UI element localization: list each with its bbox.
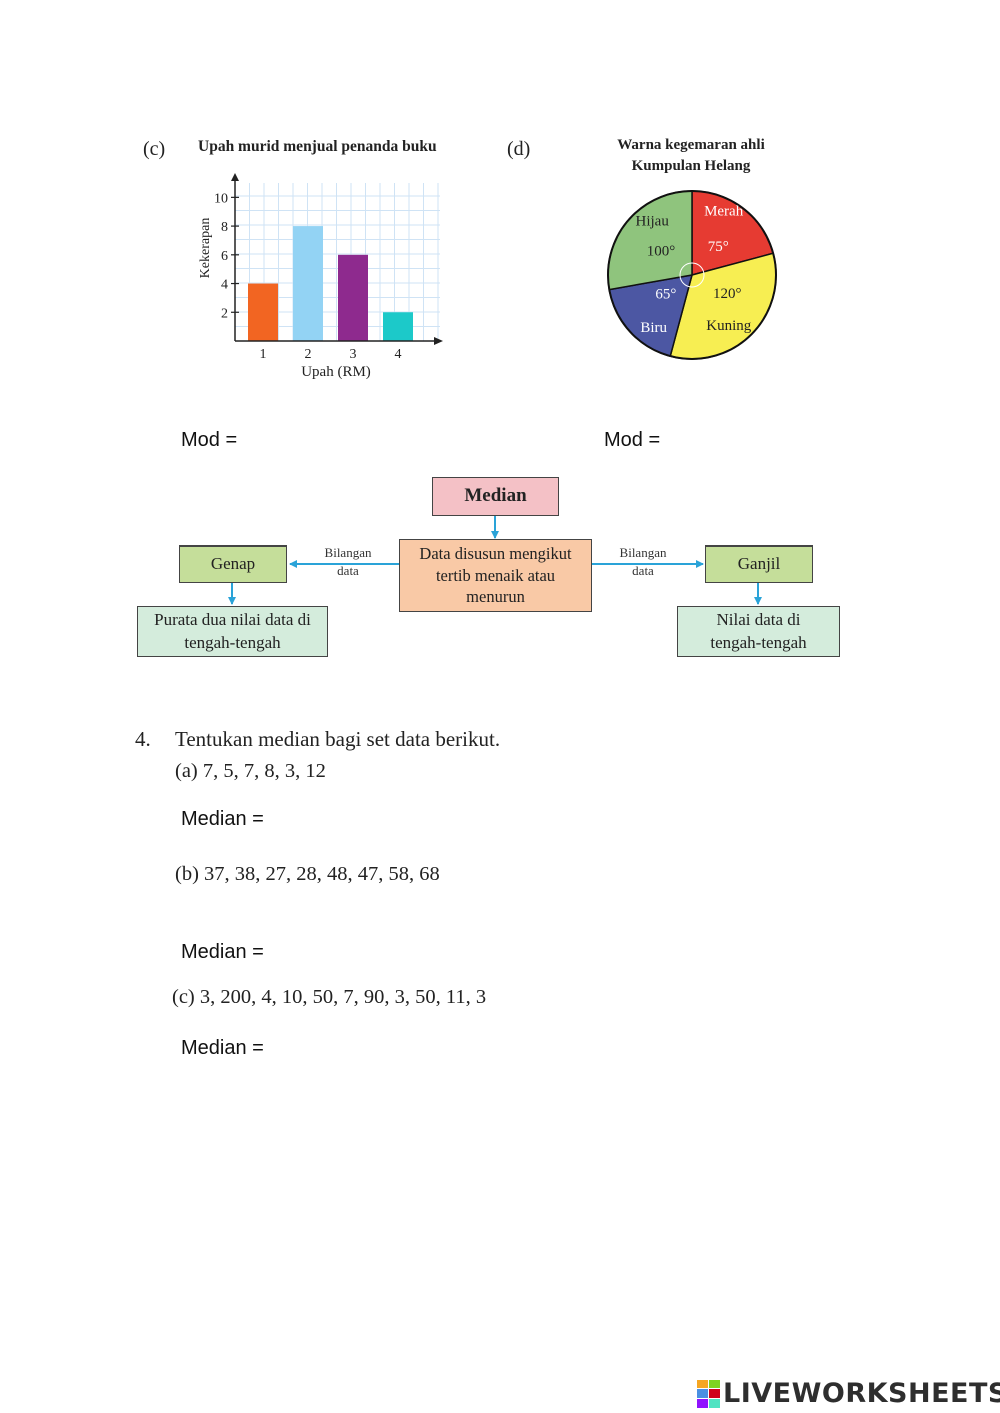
pie-slice-name: Hijau — [636, 214, 670, 230]
median-answer-b: Median = — [181, 941, 264, 963]
y-tick-label: 4 — [221, 278, 228, 293]
y-axis-arrowhead — [231, 173, 239, 181]
pie-chart-slices — [607, 190, 777, 360]
sort-data-line3: menurun — [466, 587, 525, 607]
y-tick-label: 10 — [214, 191, 228, 206]
sort-data-line1: Data disusun mengikut — [419, 544, 572, 564]
y-tick-label: 8 — [221, 220, 228, 235]
genap-box: Genap — [179, 545, 287, 583]
median-box: Median — [432, 477, 559, 516]
sort-data-line2: tertib menaik atau — [435, 565, 556, 585]
bar-4 — [383, 312, 413, 341]
ganjil-result-line2: tengah-tengah — [710, 632, 807, 652]
pie-slice-name: Biru — [640, 320, 667, 336]
mod-answer-left: Mod = — [181, 429, 238, 451]
question-number: 4. — [135, 727, 151, 751]
median-answer-a: Median = — [181, 808, 264, 830]
pie-chart-labels: Merah 75° Kuning 120° Biru 65° Hijau 100° — [636, 204, 752, 336]
question-text: Tentukan median bagi set data berikut. — [175, 727, 501, 751]
question-part-b: (b) 37, 38, 27, 28, 48, 47, 58, 68 — [175, 863, 440, 885]
ganjil-result-box: Nilai data di tengah-tengah — [677, 606, 840, 657]
bar-chart-ticks: 1 2 3 4 2 4 6 8 10 — [214, 191, 402, 362]
left-count-label-line2: data — [337, 562, 359, 578]
ganjil-result-line1: Nilai data di — [716, 610, 801, 630]
x-tick-label: 2 — [305, 347, 312, 362]
genap-result-box: Purata dua nilai data di tengah-tengah — [137, 606, 328, 657]
bar-3 — [338, 254, 368, 341]
question-part-c: (c) 3, 200, 4, 10, 50, 7, 90, 3, 50, 11,… — [172, 986, 487, 1008]
left-count-label-line1: Bilangan — [324, 545, 372, 560]
genap-result-line2: tengah-tengah — [184, 632, 281, 652]
pie-outline — [607, 190, 777, 360]
pie-slice-angle: 75° — [708, 239, 729, 255]
pie-chart-title-line1: Warna kegemaran ahli — [617, 137, 765, 153]
left-count-label: Bilangan data — [310, 544, 386, 579]
liveworksheets-logo-icon — [697, 1379, 720, 1408]
median-answer-c: Median = — [181, 1037, 264, 1059]
bar-2 — [293, 226, 323, 341]
bar-chart-xlabel: Upah (RM) — [301, 364, 371, 380]
right-count-label-line1: Bilangan — [619, 545, 667, 560]
pie-chart: Merah 75° Kuning 120° Biru 65° Hijau 100° — [607, 190, 777, 360]
genap-result-line1: Purata dua nilai data di — [154, 610, 311, 630]
pie-slice-angle: 100° — [647, 244, 676, 260]
pie-slice-name: Kuning — [706, 318, 752, 334]
pie-angle-marker — [679, 262, 705, 288]
pie-chart-title-line2: Kumpulan Helang — [631, 158, 751, 174]
pie-chart-label: (d) — [507, 138, 531, 160]
x-axis-arrowhead — [434, 337, 443, 345]
question-part-a: (a) 7, 5, 7, 8, 3, 12 — [175, 760, 326, 782]
ganjil-box: Ganjil — [705, 545, 813, 583]
y-tick-label: 6 — [221, 249, 228, 264]
right-count-label: Bilangan data — [605, 544, 681, 579]
flowchart-arrows — [228, 516, 762, 605]
bar-chart-label: (c) — [143, 138, 166, 160]
pie-slice-angle: 120° — [713, 286, 742, 302]
x-tick-label: 1 — [260, 347, 267, 362]
bar-chart: 1 2 3 4 2 4 6 8 10 Kekerapan Upah (RM) — [198, 173, 443, 380]
pie-slice-angle: 65° — [655, 286, 676, 302]
y-tick-label: 2 — [221, 306, 228, 321]
bar-1 — [248, 283, 278, 341]
liveworksheets-brand: LIVEWORKSHEETS — [723, 1378, 1000, 1409]
bar-chart-ylabel: Kekerapan — [198, 218, 213, 279]
right-count-label-line2: data — [632, 562, 654, 578]
liveworksheets-logo: LIVEWORKSHEETS — [697, 1378, 1000, 1409]
bar-chart-title: Upah murid menjual penanda buku — [198, 138, 437, 155]
sort-data-box: Data disusun mengikut tertib menaik atau… — [399, 539, 592, 612]
pie-slice-name: Merah — [704, 204, 744, 220]
bar-chart-axes — [231, 173, 443, 345]
mod-answer-right: Mod = — [604, 429, 661, 451]
bar-chart-bars — [248, 226, 413, 341]
x-tick-label: 3 — [350, 347, 357, 362]
x-tick-label: 4 — [395, 347, 402, 362]
